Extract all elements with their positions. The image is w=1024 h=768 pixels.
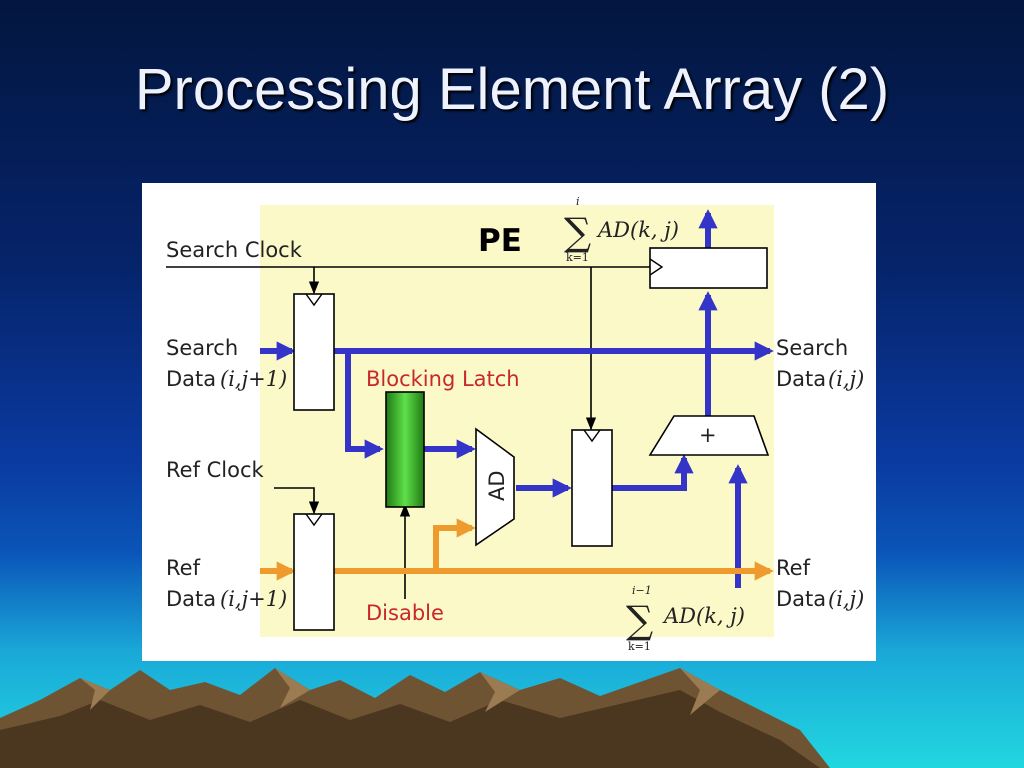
svg-text:k=1: k=1 xyxy=(628,640,651,653)
ref-data-in-index: (i,j+1) xyxy=(220,587,287,611)
search-data-in-data: Data xyxy=(166,367,216,391)
output-register xyxy=(649,247,768,289)
svg-text:k=1: k=1 xyxy=(566,251,589,264)
search-data-bus xyxy=(260,209,774,588)
ref-data-out-data: Data xyxy=(776,587,826,611)
svg-text:i: i xyxy=(576,195,580,208)
slide-title: Processing Element Array (2) xyxy=(134,57,890,122)
svg-text:AD(k, j): AD(k, j) xyxy=(662,604,745,628)
search-clock-label: Search Clock xyxy=(166,238,303,262)
ref-clock-wire xyxy=(274,487,320,515)
pe-diagram: PE i ∑ k=1 AD(k, j) i−1 ∑ k=1 AD(k, j) S… xyxy=(142,183,876,661)
ref-data-out-index: (i,j) xyxy=(828,587,864,611)
adder-block: + xyxy=(648,415,770,456)
search-data-in-word: Search xyxy=(166,336,238,360)
accumulation-register xyxy=(571,429,613,547)
search-data-out-data: Data xyxy=(776,367,826,391)
svg-text:∑: ∑ xyxy=(626,598,653,642)
search-data-out-index: (i,j) xyxy=(828,367,864,391)
ref-data-in-data: Data xyxy=(166,587,216,611)
ref-input-register xyxy=(293,513,335,631)
mountain-range xyxy=(0,668,830,768)
svg-text:AD: AD xyxy=(485,470,509,501)
search-input-register xyxy=(293,293,335,411)
sum-bottom-formula: i−1 ∑ k=1 AD(k, j) xyxy=(626,584,745,653)
search-data-out-word: Search xyxy=(776,336,848,360)
svg-text:∑: ∑ xyxy=(564,210,591,254)
blocking-latch-label: Blocking Latch xyxy=(366,367,520,391)
ref-data-bus xyxy=(260,518,774,581)
sum-top-formula: i ∑ k=1 AD(k, j) xyxy=(564,195,679,264)
ref-clock-label: Ref Clock xyxy=(166,458,265,482)
ref-data-in-word: Ref xyxy=(166,556,201,580)
ad-block: AD xyxy=(475,427,515,547)
svg-text:+: + xyxy=(699,423,717,447)
search-data-in-index: (i,j+1) xyxy=(220,367,287,391)
pe-label: PE xyxy=(478,223,522,259)
disable-label: Disable xyxy=(366,601,444,625)
svg-text:i−1: i−1 xyxy=(632,584,652,597)
svg-text:AD(k, j): AD(k, j) xyxy=(596,218,679,242)
ref-data-out-word: Ref xyxy=(776,556,811,580)
blocking-latch xyxy=(385,391,425,508)
